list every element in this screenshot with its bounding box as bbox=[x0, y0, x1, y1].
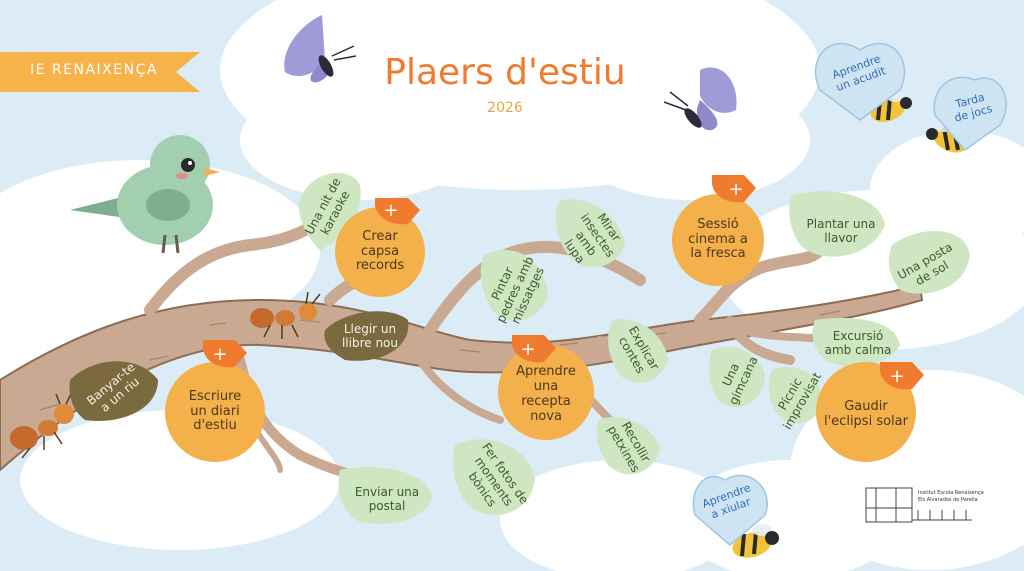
heart-bubble bbox=[692, 474, 768, 546]
leaf-label: Plantar una llavor bbox=[806, 217, 876, 245]
svg-text:+: + bbox=[212, 344, 227, 365]
activity-circle bbox=[672, 194, 764, 286]
heart-bubble bbox=[933, 76, 1007, 152]
leaf-label: Llegir un llibre nou bbox=[341, 322, 399, 350]
school-logo: Institut Escola Renaixença Els Alvarados… bbox=[918, 490, 1018, 503]
leaf bbox=[452, 439, 535, 516]
activity-circles bbox=[165, 194, 916, 462]
svg-text:+: + bbox=[383, 200, 398, 221]
leaf bbox=[555, 199, 625, 268]
heart-bubble bbox=[814, 42, 906, 121]
plus-icon: + bbox=[880, 362, 924, 390]
activity-circle bbox=[335, 207, 425, 297]
page-year: 2026 bbox=[487, 100, 523, 116]
dark-leaves bbox=[69, 311, 409, 421]
leaf bbox=[480, 249, 548, 321]
plus-icon: + bbox=[203, 340, 247, 368]
svg-text:+: + bbox=[889, 366, 904, 387]
circle-label: Crear capsa records bbox=[355, 228, 405, 274]
leaf-label: Enviar una postal bbox=[354, 485, 420, 513]
leaf bbox=[888, 231, 970, 294]
leaf bbox=[338, 467, 432, 524]
plus-badges: + + + + + bbox=[203, 175, 924, 390]
leaf-label: Excursió amb calma bbox=[824, 329, 892, 357]
school-badge-label: IE RENAIXENÇA bbox=[30, 62, 158, 78]
bee bbox=[732, 524, 779, 558]
leaf bbox=[708, 346, 765, 408]
ant bbox=[250, 291, 321, 339]
bird bbox=[70, 135, 220, 254]
leaf bbox=[69, 361, 158, 421]
school-badge: IE RENAIXENÇA bbox=[0, 52, 200, 92]
circle-label: Sessió cinema a la fresca bbox=[688, 216, 748, 262]
leaf bbox=[768, 366, 823, 424]
school-logo-name: Institut Escola Renaixença bbox=[918, 490, 984, 496]
circle-label: Gaudir l'eclipsi solar bbox=[824, 399, 908, 429]
activity-circle bbox=[816, 362, 916, 462]
page-title: Plaers d'estiu bbox=[384, 52, 626, 93]
leaf bbox=[596, 416, 660, 475]
plus-icon: + bbox=[512, 335, 556, 363]
butterfly bbox=[284, 15, 357, 83]
school-logo-subtitle: Els Alvarados de Parella bbox=[918, 496, 978, 503]
activity-circle bbox=[165, 362, 265, 462]
leaves bbox=[299, 173, 970, 524]
leaf bbox=[812, 318, 900, 367]
activity-circle bbox=[498, 344, 594, 440]
leaf bbox=[608, 319, 668, 383]
circle-label: Aprendre una recepta nova bbox=[516, 364, 576, 424]
plus-icon: + bbox=[712, 175, 756, 203]
leaf bbox=[789, 191, 885, 257]
leaf bbox=[324, 311, 409, 361]
plus-icon: + bbox=[375, 198, 420, 225]
svg-text:+: + bbox=[520, 339, 535, 360]
svg-text:+: + bbox=[728, 179, 743, 200]
circle-label: Escriure un diari d'estiu bbox=[188, 388, 242, 434]
school-logo-mark bbox=[865, 487, 972, 523]
butterfly bbox=[663, 67, 737, 131]
